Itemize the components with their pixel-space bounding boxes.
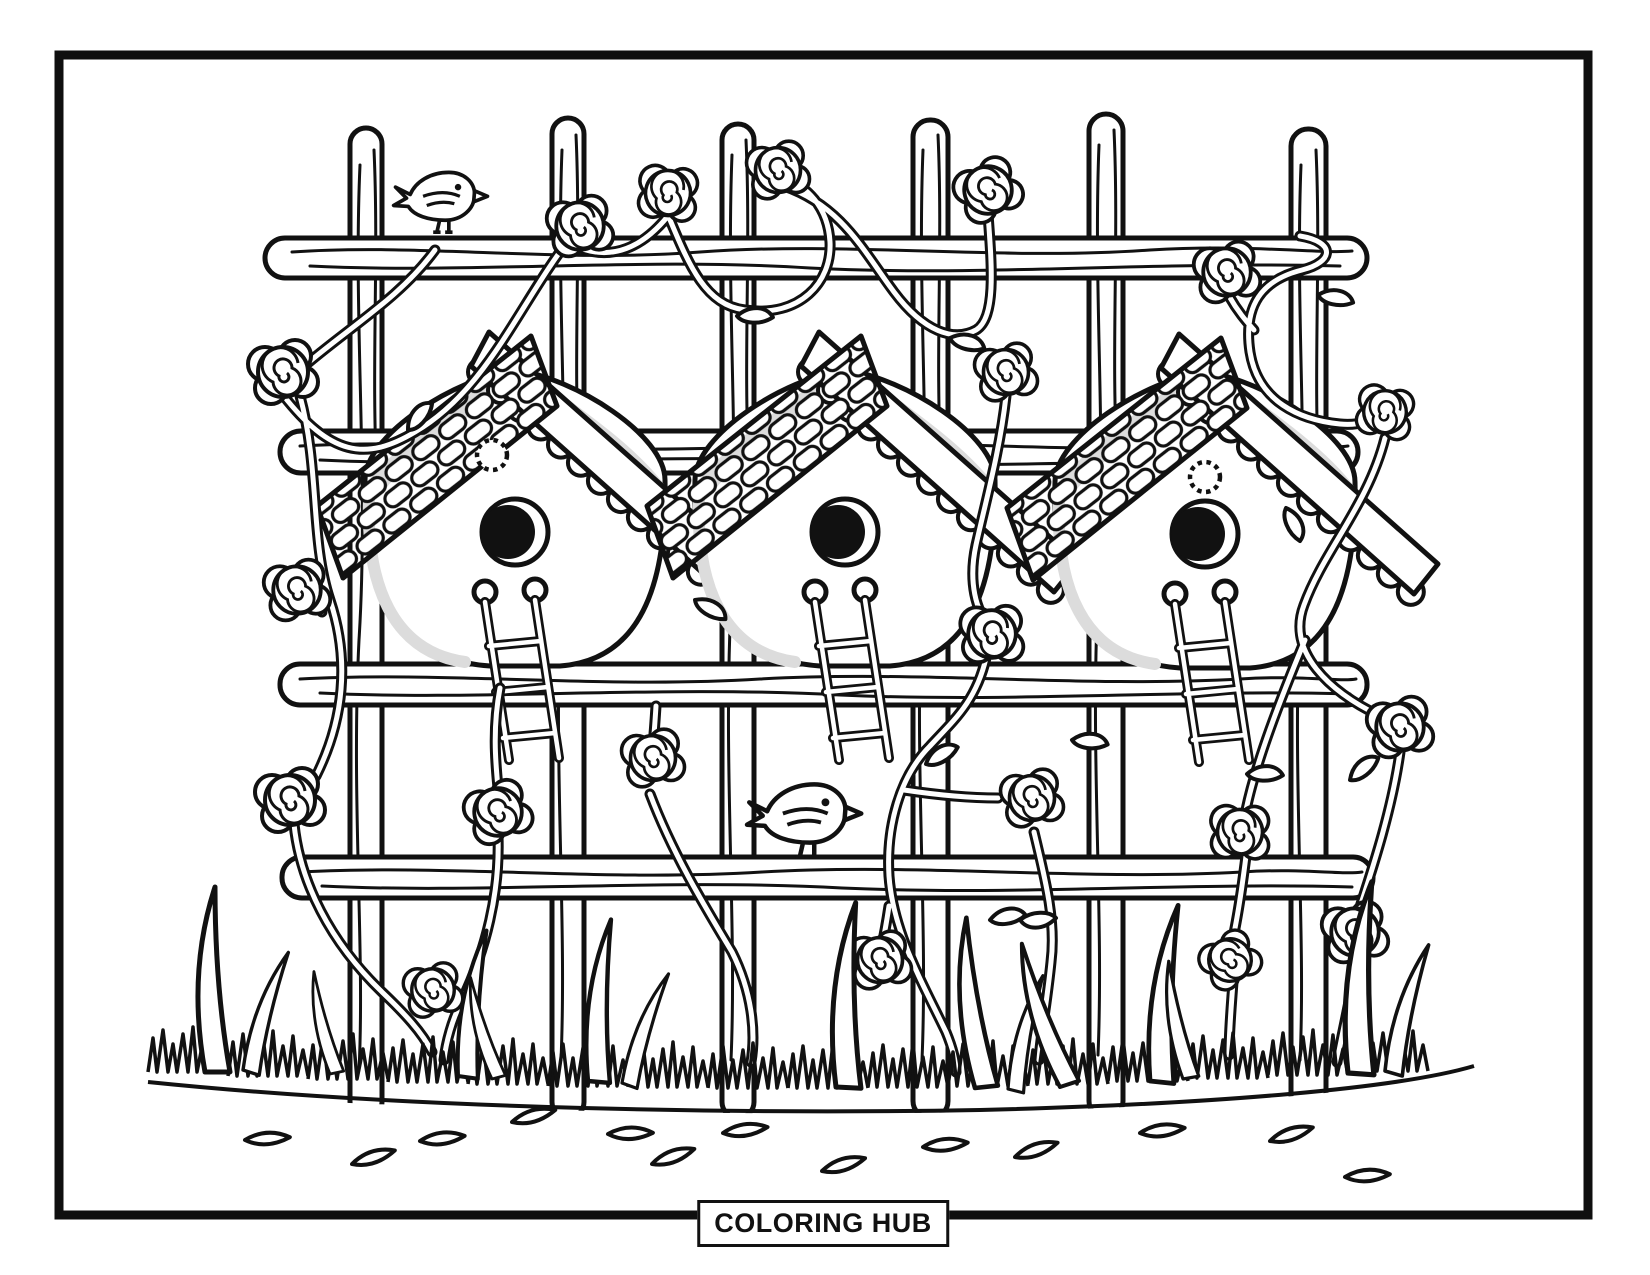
rose-bloom xyxy=(253,766,327,834)
bird-on-lower-rail xyxy=(747,784,861,857)
birdhouses xyxy=(317,332,1438,762)
grass-mound xyxy=(140,1064,1480,1135)
rose-bloom xyxy=(946,150,1030,230)
rose-bloom xyxy=(1364,694,1436,760)
rose-bloom xyxy=(261,557,333,623)
rose-bloom xyxy=(846,929,914,991)
rose-bloom xyxy=(1191,922,1269,998)
decorative-dot-circle-left xyxy=(474,437,510,473)
rose-bloom xyxy=(1191,239,1263,305)
fence-rail-4 xyxy=(279,854,1376,901)
rose-bloom xyxy=(246,338,320,406)
brand-text: COLORING HUB xyxy=(714,1208,932,1238)
rose-bloom xyxy=(744,139,812,201)
rose-bloom xyxy=(619,727,687,789)
brand-label: COLORING HUB xyxy=(697,1200,949,1247)
rose-bloom xyxy=(401,961,465,1019)
rose-bloom xyxy=(458,774,538,850)
decorative-dot-circle-right xyxy=(1187,459,1223,495)
grass-tufts xyxy=(146,1024,1430,1090)
rose-bloom xyxy=(998,767,1066,829)
rose-bloom xyxy=(972,341,1040,403)
rose-bloom xyxy=(544,193,616,259)
bird-on-top-rail xyxy=(391,170,490,235)
